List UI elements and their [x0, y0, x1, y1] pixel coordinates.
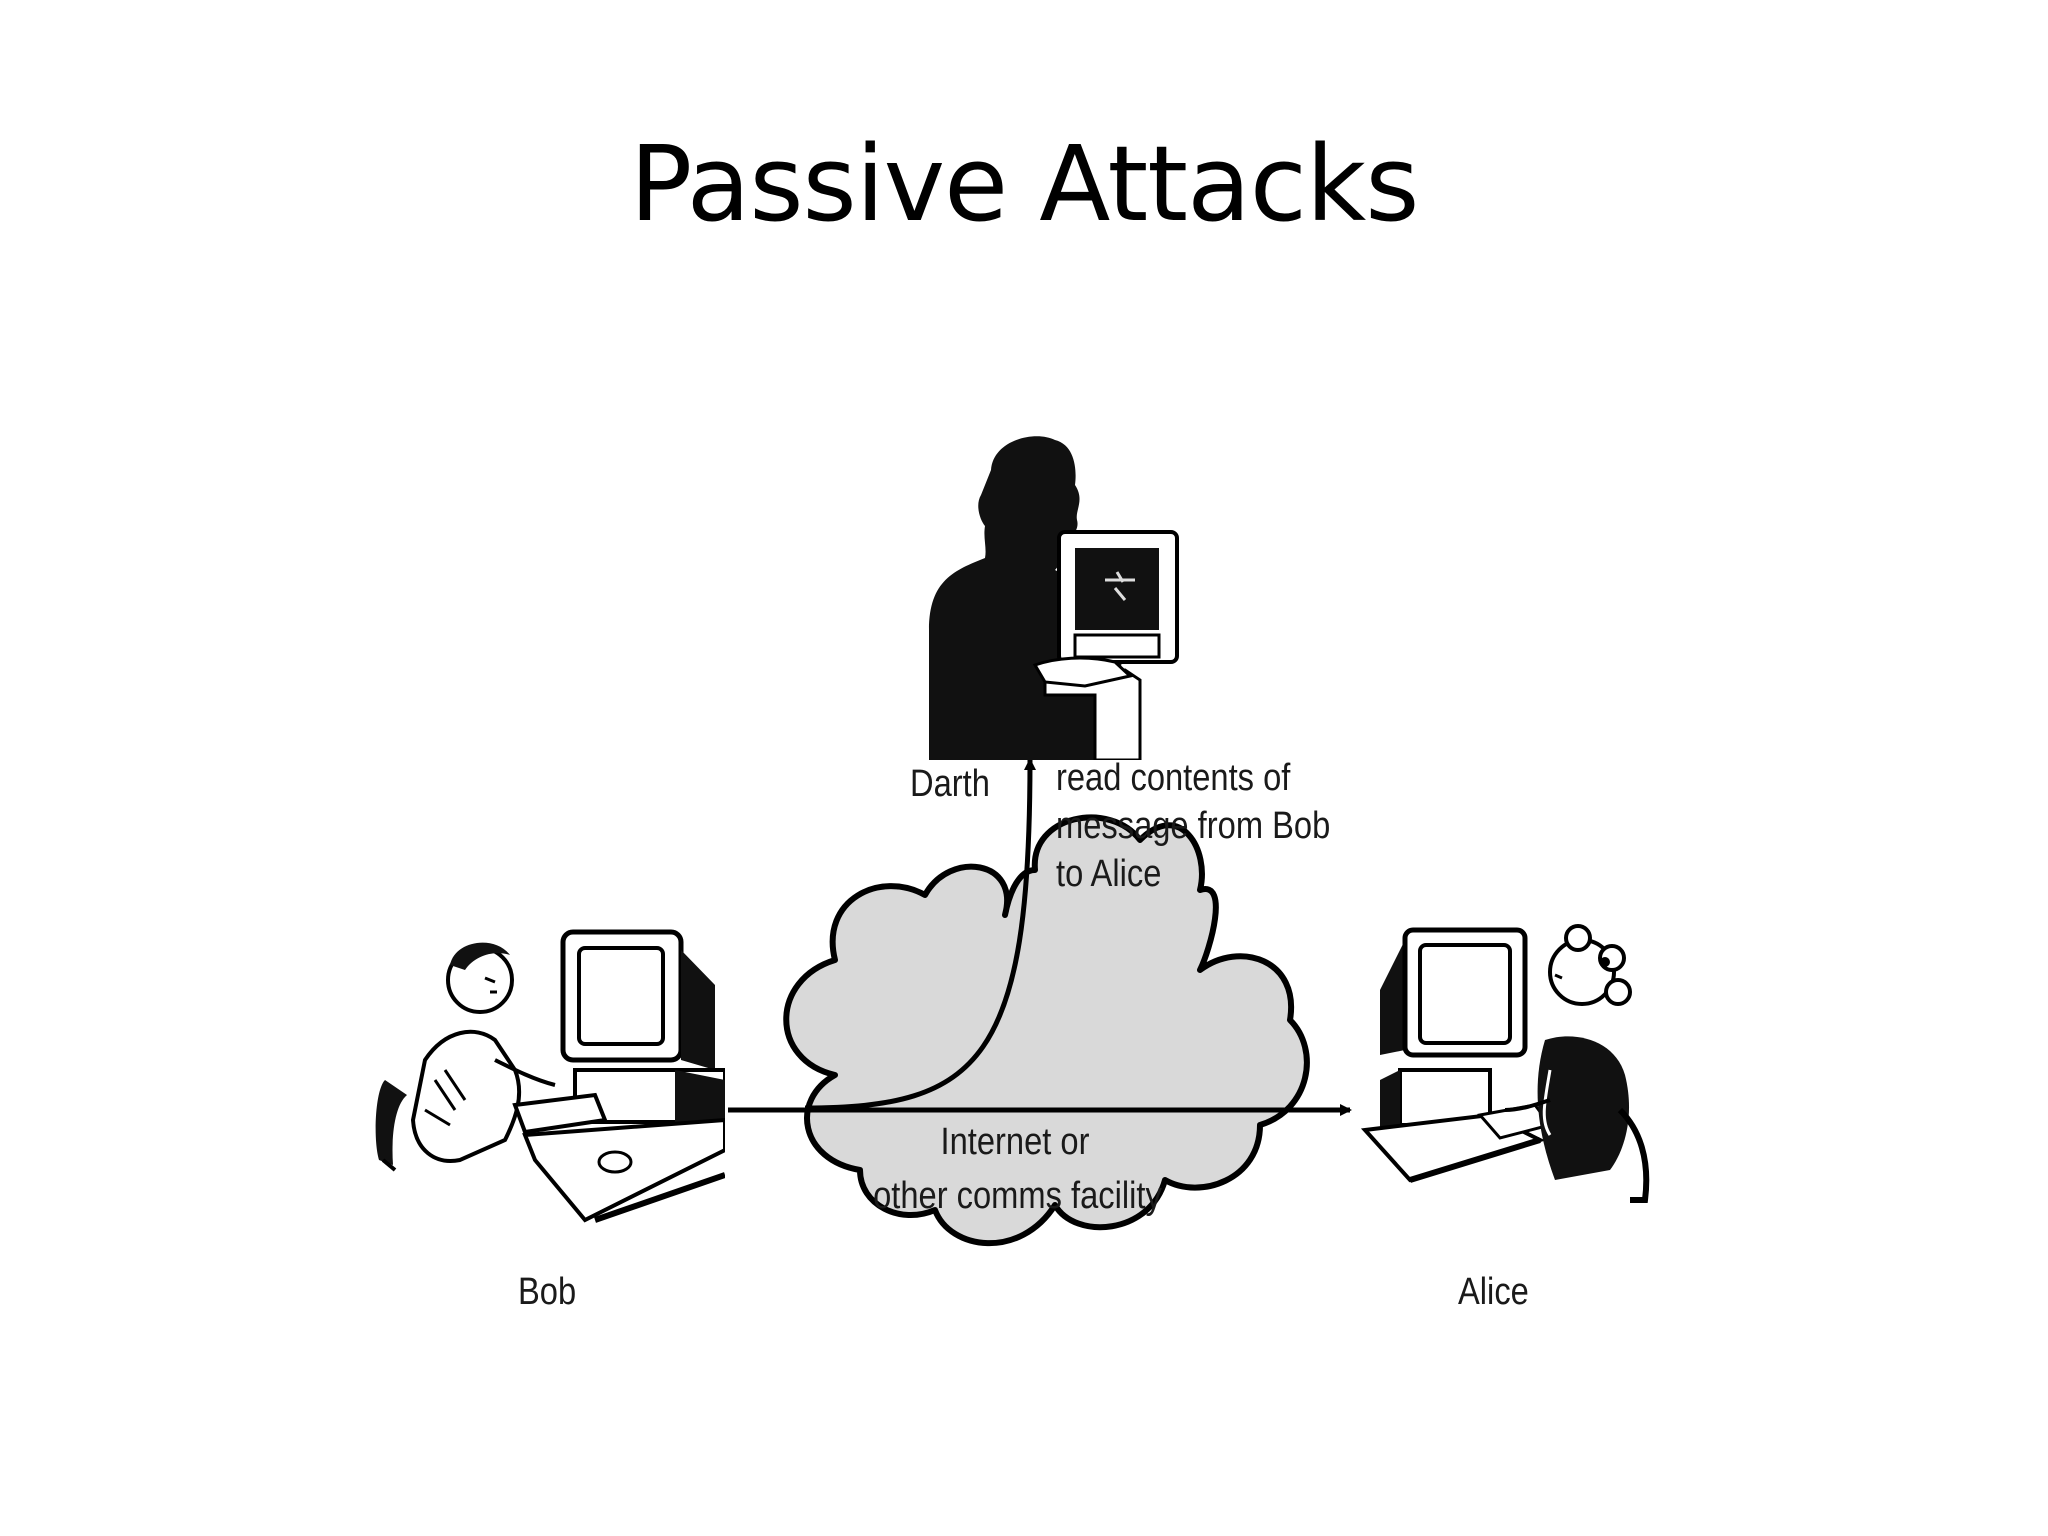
- bob-figure-icon: [375, 929, 725, 1223]
- cloud-icon: [783, 814, 1310, 1247]
- network-label-line-2: other comms facility: [873, 1175, 1162, 1217]
- darth-label: Darth: [910, 763, 990, 805]
- intercept-note-line-3: to Alice: [1056, 853, 1162, 895]
- intercept-note-line-2: message from Bob: [1056, 805, 1331, 847]
- slide-title: Passive Attacks: [629, 123, 1420, 245]
- alice-label: Alice: [1458, 1271, 1529, 1313]
- network-label-line-1: Internet or: [940, 1121, 1090, 1163]
- intercept-note-line-1: read contents of: [1056, 757, 1291, 799]
- bob-label: Bob: [518, 1271, 577, 1313]
- darth-figure-icon: [929, 436, 1179, 760]
- intercept-arrow: [804, 758, 1036, 1111]
- alice-figure-icon: [1360, 924, 1650, 1203]
